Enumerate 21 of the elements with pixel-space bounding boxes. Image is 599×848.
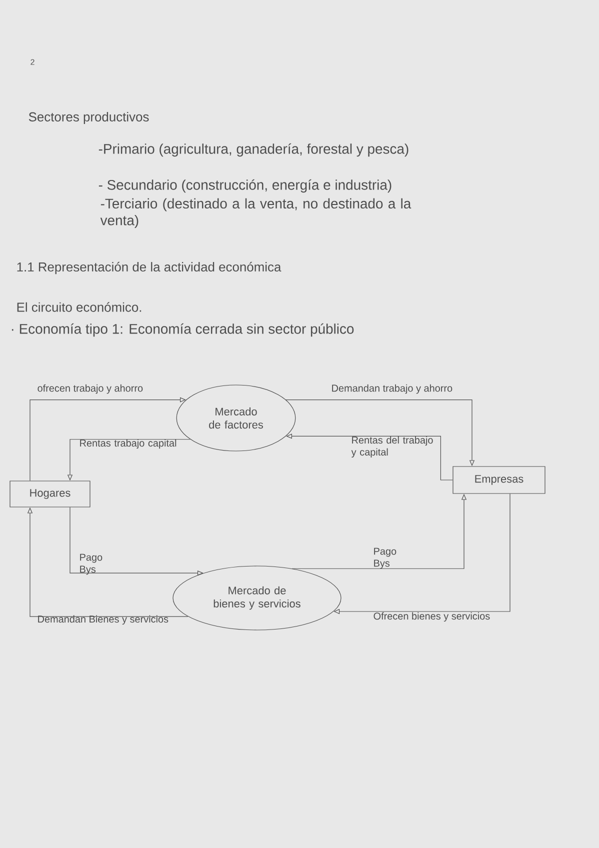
list-item: -Primario (agricultura, ganadería, forestal y pesca) (98, 143, 408, 157)
oval-node: Mercado de factores (176, 384, 296, 452)
list-item: -Terciario (destinado a la venta, no destinado a la venta) (100, 198, 412, 228)
arrow (30, 397, 186, 481)
edge-label: Demandan trabajo y ahorro (332, 384, 452, 394)
edge-label: Pago Bys (374, 548, 396, 569)
box-node: Hogares (10, 480, 90, 508)
edge-label: Ofrecen bienes y servicios (374, 612, 490, 622)
note-text: · Economía tipo 1: Economía cerrada sin sector público (12, 323, 354, 337)
edge-label: Rentas trabajo capital (80, 439, 176, 449)
note-text: El circuito económico. (17, 302, 142, 312)
edge-label: ofrecen trabajo y ahorro (38, 384, 143, 394)
box-node: Empresas (452, 466, 546, 494)
edge-label: Demandan Bienes y servicios (38, 615, 168, 625)
heading: Sectores productivos (28, 112, 149, 124)
edge-label: Pago Bys (80, 554, 102, 575)
edge-label: Rentas del trabajo y capital (351, 436, 433, 458)
arrow (286, 434, 453, 480)
oval-node: Mercado de bienes y servicios (172, 566, 342, 630)
heading: 1.1 Representación de la actividad económica (17, 262, 282, 274)
list-item: - Secundario (construcción, energía e industria) (98, 179, 392, 193)
